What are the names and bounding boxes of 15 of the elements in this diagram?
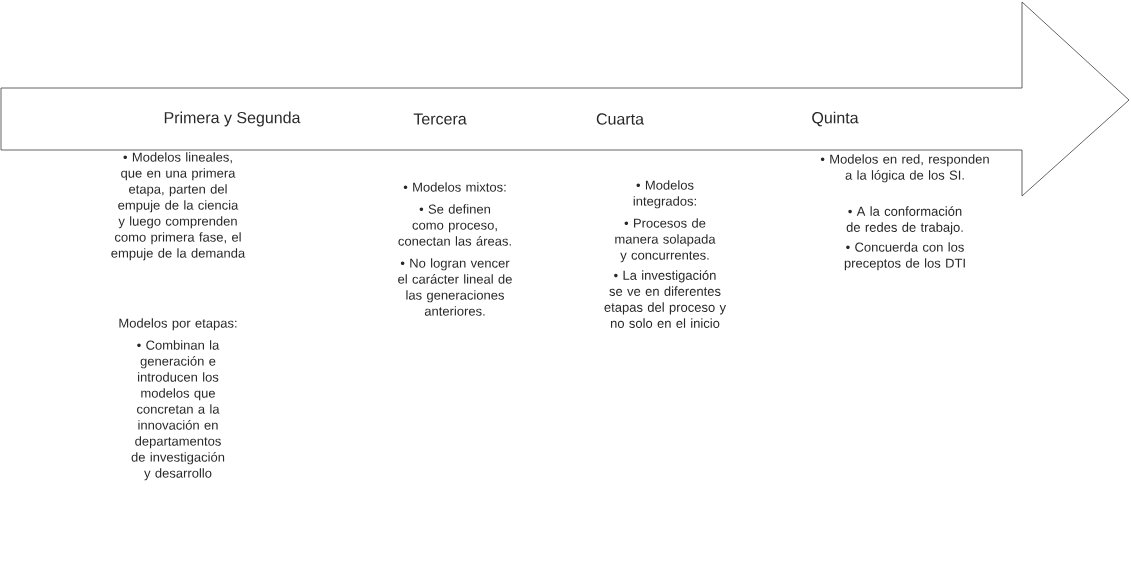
bullet-text: • Combinan la generación e introducen los modelos que concretan a la innovación en departamentos de investigación y desarrollo: [131, 340, 225, 481]
arrow-heading: Tercera: [413, 113, 467, 125]
bullet-text: • Concuerda con los preceptos de los DTI: [844, 242, 965, 271]
arrow-heading: Cuarta: [596, 113, 644, 125]
bullet-text: • No logran vencer el carácter lineal de las generaciones anteriores.: [398, 258, 512, 316]
bullet-text: • Modelos mixtos:: [403, 182, 506, 192]
bullet-text: • Modelos integrados:: [633, 180, 696, 209]
bullet-text: Modelos por etapas:: [119, 318, 237, 331]
bullet-text: • Modelos lineales, que en una primera etapa, parten del empuje de la ciencia y luego comprenden como primera fase, el empuje de la demanda: [111, 152, 246, 261]
arrow-heading: Quinta: [812, 111, 859, 127]
arrow-heading: Primera y Segunda: [164, 111, 301, 127]
bullet-text: • Modelos en red, responden a la lógica de los SI.: [820, 154, 989, 183]
bullet-text: • Procesos de manera solapada y concurrentes.: [615, 218, 716, 263]
bullet-text: • La investigación se ve en diferentes etapas del proceso y no solo en el inicio: [604, 270, 726, 328]
arrow-shape: [0, 1, 1130, 197]
